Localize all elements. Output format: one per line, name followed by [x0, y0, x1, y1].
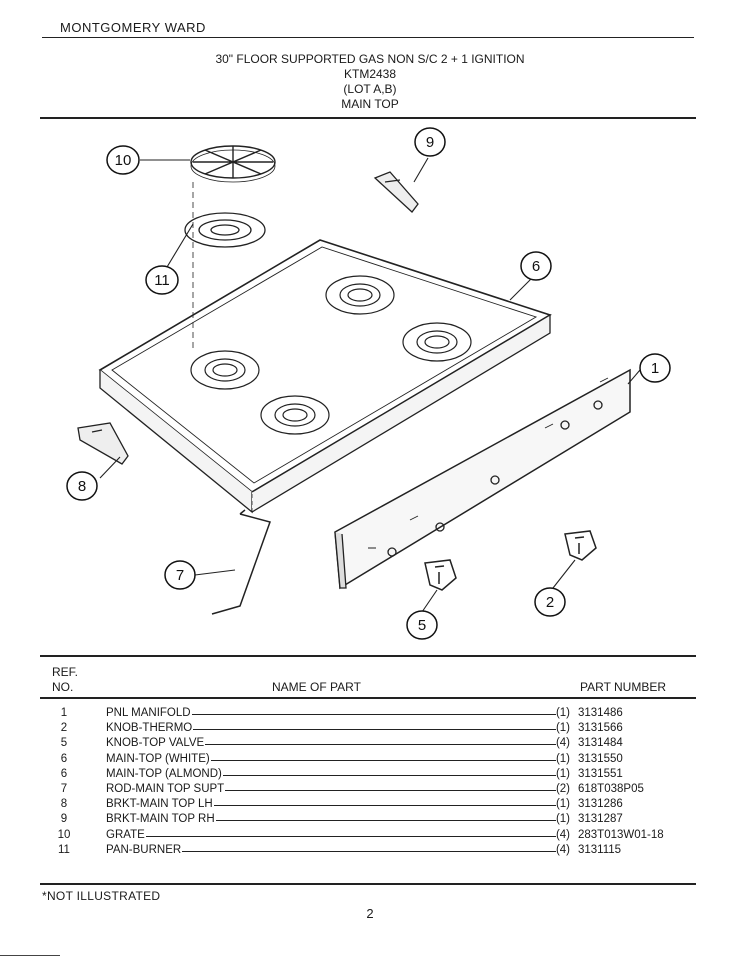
callout-7: 7 [164, 560, 196, 590]
bracket-lh-part [77, 422, 129, 465]
part-number-cell: 3131115 [578, 843, 622, 856]
table-row: 6 MAIN-TOP (ALMOND)(1) 3131551 [40, 766, 700, 782]
svg-text:11: 11 [154, 272, 170, 289]
ref-cell: 8 [60, 798, 68, 811]
name-of-part-header: NAME OF PART [272, 680, 361, 694]
part-name-cell: PAN-BURNER [106, 842, 556, 858]
part-number-cell: 3131286 [578, 798, 623, 811]
part-number-cell: 3131551 [578, 767, 623, 780]
ref-cell: 10 [57, 828, 71, 841]
quantity-cell: (1) [555, 813, 570, 826]
part-number-cell: 3131486 [578, 707, 623, 719]
part-name-cell: MAIN-TOP (ALMOND) [106, 766, 556, 782]
title-rule [40, 117, 696, 119]
ref-cell: 5 [60, 737, 68, 750]
part-name-cell: KNOB-THERMO [106, 721, 556, 737]
table-row: 6 MAIN-TOP (WHITE)(1) 3131550 [40, 751, 700, 767]
table-row: 11 PAN-BURNER(4) 3131115 [40, 842, 700, 858]
title-line-model-desc: 30" FLOOR SUPPORTED GAS NON S/C 2 + 1 IG… [215, 52, 525, 66]
svg-text:9: 9 [426, 134, 434, 151]
ref-cell: 11 [58, 843, 70, 856]
table-row: 5 KNOB-TOP VALVE(4) 3131484 [40, 736, 700, 752]
burner-pan-part [184, 182, 266, 350]
knob-top-valve-part [424, 559, 457, 591]
callout-10: 10 [106, 145, 140, 175]
part-name-cell: PNL MANIFOLD [106, 706, 556, 721]
part-number-cell: 283T013W01-18 [578, 828, 664, 841]
part-number-cell: 3131287 [578, 813, 623, 826]
part-name-cell: KNOB-TOP VALVE [106, 736, 556, 752]
ref-cell: 1 [60, 707, 68, 719]
quantity-cell: (4) [555, 737, 570, 750]
support-rod-part [211, 509, 271, 615]
svg-text:8: 8 [78, 478, 86, 495]
callout-6: 6 [520, 251, 552, 281]
ref-cell: 9 [60, 813, 68, 826]
table-row: 10 GRATE(4) 283T013W01-18 [40, 827, 700, 843]
table-row: 1 PNL MANIFOLD(1) 3131486 [40, 706, 700, 721]
title-line-section: MAIN TOP [341, 97, 399, 111]
ref-header-line2: NO. [52, 680, 74, 694]
not-illustrated-note: *NOT ILLUSTRATED [42, 889, 161, 903]
quantity-cell: (4) [555, 828, 570, 841]
ref-header-line1: REF. [52, 665, 79, 679]
svg-text:2: 2 [546, 594, 554, 611]
part-name-cell: ROD-MAIN TOP SUPT [106, 781, 556, 797]
manifold-panel-part [334, 368, 631, 590]
table-row: 9 BRKT-MAIN TOP RH(1) 3131287 [40, 812, 700, 828]
callout-9: 9 [414, 127, 446, 157]
quantity-cell: (4) [555, 843, 570, 856]
part-number-cell: 3131566 [578, 722, 623, 735]
table-row: 2 KNOB-THERMO(1) 3131566 [40, 721, 700, 737]
part-number-cell: 618T038P05 [578, 782, 644, 795]
ref-cell: 6 [60, 752, 68, 765]
knob-thermo-part [564, 530, 597, 561]
part-number-cell: 3131484 [578, 737, 623, 750]
brand-name: MONTGOMERY WARD [60, 20, 206, 35]
title-line-model-number: KTM2438 [343, 67, 397, 81]
exploded-parts-diagram: 10 9 11 6 1 8 7 2 5 [40, 120, 700, 652]
quantity-cell: (1) [555, 722, 570, 735]
callout-1: 1 [639, 353, 671, 383]
table-bottom-rule [40, 883, 696, 885]
quantity-cell: (2) [555, 782, 570, 795]
title-line-lot: (LOT A,B) [343, 82, 397, 96]
table-row: 8 BRKT-MAIN TOP LH(1) 3131286 [40, 797, 700, 813]
svg-text:5: 5 [418, 617, 426, 634]
callout-2: 2 [534, 587, 566, 617]
ref-cell: 6 [60, 767, 68, 780]
callout-5: 5 [406, 610, 438, 640]
footer-mark [0, 955, 60, 956]
part-name-cell: BRKT-MAIN TOP RH [106, 812, 556, 828]
table-top-rule [40, 655, 696, 657]
ref-cell: 2 [60, 722, 68, 735]
svg-text:7: 7 [176, 567, 184, 584]
part-name-cell: GRATE [106, 827, 556, 843]
page-number: 2 [366, 906, 374, 921]
quantity-cell: (1) [555, 767, 570, 780]
quantity-cell: (1) [555, 707, 570, 719]
quantity-cell: (1) [555, 752, 570, 765]
svg-text:10: 10 [115, 152, 132, 169]
ref-cell: 7 [60, 782, 68, 795]
callout-11: 11 [145, 265, 179, 295]
quantity-cell: (1) [555, 798, 570, 811]
bracket-rh-part [373, 171, 419, 213]
part-name-cell: MAIN-TOP (WHITE) [106, 751, 556, 767]
document-title: 30" FLOOR SUPPORTED GAS NON S/C 2 + 1 IG… [0, 52, 740, 112]
svg-text:1: 1 [651, 360, 659, 377]
callout-8: 8 [66, 471, 98, 501]
header-rule [42, 37, 694, 38]
grate-part [190, 145, 276, 183]
part-number-header: PART NUMBER [580, 680, 667, 694]
part-number-cell: 3131550 [578, 752, 623, 765]
svg-text:6: 6 [532, 258, 540, 275]
ref-no-header: REF. NO. [52, 665, 78, 695]
main-top-part [98, 239, 552, 514]
part-name-cell: BRKT-MAIN TOP LH [106, 797, 556, 813]
table-row: 7 ROD-MAIN TOP SUPT(2) 618T038P05 [40, 781, 700, 797]
header-bottom-rule [40, 697, 696, 699]
